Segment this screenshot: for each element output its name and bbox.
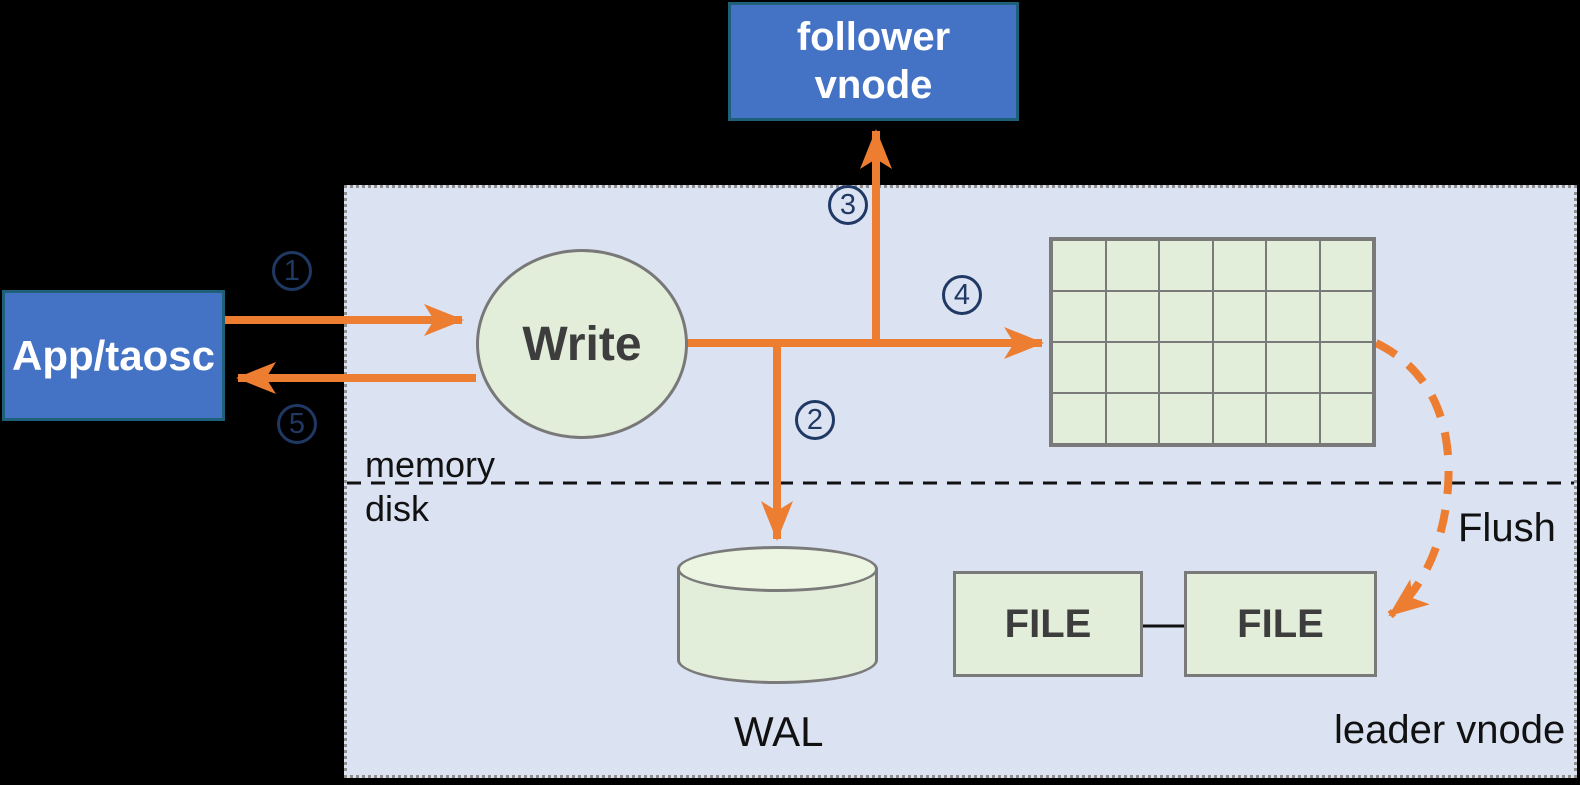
memtable-cell (1105, 342, 1159, 393)
memtable-cell (1212, 342, 1266, 393)
memtable-cell (1266, 342, 1320, 393)
step-badge-2: 2 (795, 400, 835, 440)
memtable-cell (1319, 342, 1373, 393)
memtable-cell (1052, 393, 1106, 444)
memtable-cell (1319, 291, 1373, 342)
memtable-cell (1159, 240, 1213, 291)
wal-label: WAL (734, 708, 824, 755)
memtable-grid (1049, 237, 1376, 447)
wal-cylinder (677, 546, 878, 684)
memtable-cell (1266, 240, 1320, 291)
memtable-cell (1319, 240, 1373, 291)
memtable-cell (1105, 240, 1159, 291)
memtable-cell (1212, 240, 1266, 291)
file-2-label: FILE (1237, 601, 1324, 646)
step-badge-5: 5 (277, 404, 317, 444)
follower-vnode-label-line2: vnode (814, 62, 933, 107)
memtable-cell (1052, 240, 1106, 291)
step-badge-1: 1 (272, 251, 312, 291)
memtable-cell (1105, 291, 1159, 342)
memtable-cell (1159, 291, 1213, 342)
memtable-cell (1159, 393, 1213, 444)
memtable-cell (1266, 393, 1320, 444)
memtable-cell (1212, 393, 1266, 444)
leader-vnode-label: leader vnode (1334, 708, 1566, 752)
app-taosc-box: App/taosc (2, 290, 225, 421)
memtable-cell (1266, 291, 1320, 342)
file-1-label: FILE (1004, 601, 1092, 646)
memtable-cell (1159, 342, 1213, 393)
file-box-2: FILE (1184, 571, 1377, 677)
memtable-cell (1052, 342, 1106, 393)
flush-label: Flush (1458, 506, 1556, 550)
file-box-1: FILE (953, 571, 1143, 677)
follower-vnode-box: follower vnode (728, 2, 1019, 121)
disk-label: disk (365, 488, 430, 529)
wal-cylinder-top (677, 546, 878, 592)
memtable-cell (1319, 393, 1373, 444)
write-circle: Write (476, 249, 688, 439)
follower-vnode-label-line1: follower (796, 15, 951, 60)
step-badge-4: 4 (942, 275, 982, 315)
step-badge-3: 3 (828, 185, 868, 225)
memtable-cell (1105, 393, 1159, 444)
memtable-cell (1212, 291, 1266, 342)
memtable-cell (1052, 291, 1106, 342)
write-label: Write (522, 317, 642, 371)
app-taosc-label: App/taosc (11, 331, 216, 379)
memory-label: memory (365, 444, 496, 485)
